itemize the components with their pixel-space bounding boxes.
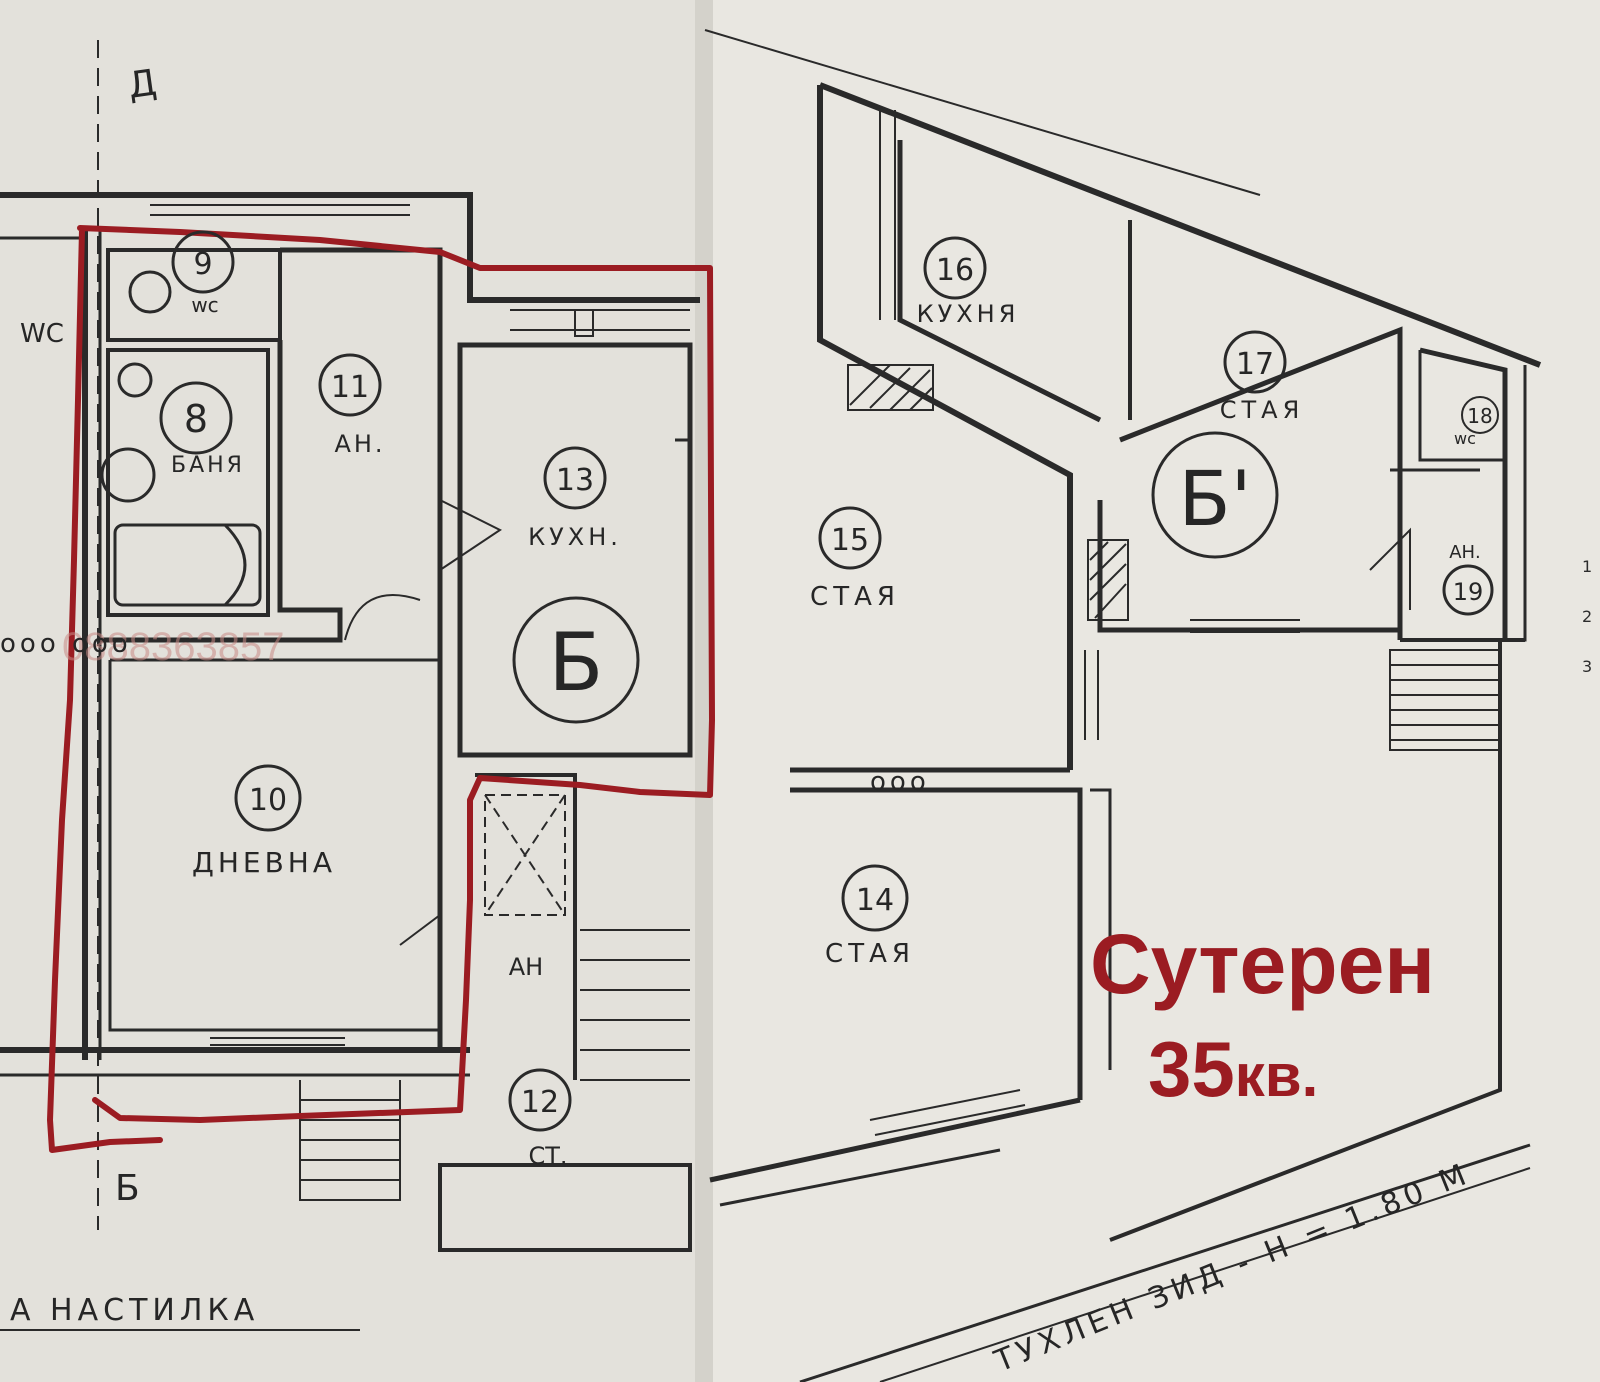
- hatched-pillars: [847, 364, 1129, 621]
- room-14-number: 14: [856, 883, 894, 918]
- room-10: 10 ДНЕВНА: [192, 764, 336, 879]
- left-north-wall: [0, 192, 700, 303]
- room-11-label: АН.: [334, 430, 385, 458]
- room-14-label: СТАЯ: [825, 939, 915, 969]
- caption-area-value: 35: [1148, 1025, 1235, 1113]
- room-14-outline: [790, 787, 1083, 1100]
- walls-layer: [0, 29, 1542, 1382]
- stair-landing-label: АН: [509, 953, 543, 981]
- room-11: 11 АН.: [318, 353, 385, 458]
- left-edge-label: WC: [20, 319, 64, 349]
- room-13-number: 13: [556, 463, 594, 498]
- room-17-number: 17: [1236, 347, 1274, 382]
- room-12: 12 СТ.: [508, 1068, 572, 1170]
- room-19-number: 19: [1453, 578, 1484, 606]
- room-14: 14 СТАЯ: [825, 864, 915, 969]
- right-north-wall: [818, 82, 1542, 368]
- room-16-number: 16: [936, 253, 974, 288]
- room-8-number: 8: [184, 397, 208, 441]
- edge-mark-1: 1: [1582, 557, 1592, 576]
- room-9: 9 wc: [171, 230, 235, 317]
- brick-wall-line: [799, 1143, 1531, 1382]
- stair-run-upper: [484, 794, 566, 916]
- room-8-label: БАНЯ: [171, 453, 245, 478]
- room-13-label: КУХН.: [528, 523, 622, 551]
- room-9-number: 9: [193, 247, 212, 282]
- bathroom-block: [106, 348, 270, 617]
- edge-mark-3: 3: [1582, 657, 1592, 676]
- stair-wall: [475, 773, 577, 1080]
- toilet: [128, 270, 172, 314]
- room-16-label: КУХНЯ: [917, 300, 1020, 328]
- window-marks-right: [869, 110, 1300, 1136]
- room-15-number: 15: [831, 523, 869, 558]
- door-swings: [344, 499, 1411, 1000]
- caption-area: 35кв.: [1148, 1030, 1318, 1108]
- apartment-b-prime-marker: Б': [1151, 431, 1279, 559]
- stair-treads: [299, 929, 690, 1201]
- window-marks-left: [150, 204, 690, 1046]
- room-12-number: 12: [521, 1085, 559, 1120]
- room-10-number: 10: [249, 783, 287, 818]
- room-10-label: ДНЕВНА: [192, 846, 336, 879]
- wc-block: [106, 248, 282, 342]
- room-15-label: СТАЯ: [810, 582, 900, 612]
- apartment-b-letter: Б: [549, 616, 604, 709]
- room-17: 17 СТАЯ: [1220, 330, 1305, 424]
- room-18: 18 wc: [1454, 396, 1499, 448]
- ring-row-center: ооо: [870, 767, 930, 797]
- caption-title: Сутерен: [1090, 917, 1436, 1011]
- highlighted-unit-outline: [47, 225, 715, 1153]
- left-paper-sheet: [0, 0, 710, 1382]
- room-19-label: АН.: [1449, 542, 1481, 563]
- room-8: 8 БАНЯ: [159, 381, 245, 478]
- entrance-block: [438, 1163, 692, 1252]
- room-12-label: СТ.: [528, 1142, 567, 1170]
- room-13: 13 КУХН.: [528, 446, 622, 551]
- room-11-number: 11: [331, 370, 369, 405]
- annotation-bottom-left: А НАСТИЛКА: [10, 1293, 259, 1328]
- room-15: 15 СТАЯ: [810, 506, 900, 612]
- washbasin: [117, 362, 153, 398]
- room-9-label: wc: [191, 293, 218, 317]
- living-north-wall: [100, 340, 343, 643]
- room-19: 19 АН.: [1442, 542, 1494, 616]
- annotation-brick-wall: ТУХЛЕН ЗИД - H = 1.80 М: [989, 1156, 1476, 1380]
- wc-18-outline: [1419, 347, 1508, 640]
- right-east-wall: [1109, 640, 1502, 1242]
- apartment-b-prime-letter: Б': [1178, 454, 1251, 543]
- bathtub: [113, 523, 262, 607]
- ring-row-left: ооо ооо: [0, 629, 132, 659]
- watermark-phone: 0888363857: [62, 625, 284, 669]
- room-18-label: wc: [1454, 429, 1476, 448]
- section-letter-top: Д: [126, 62, 160, 107]
- room-17-outline: [1119, 326, 1403, 640]
- edge-mark-2: 2: [1582, 607, 1592, 626]
- room-16: 16 КУХНЯ: [917, 236, 1020, 328]
- apartment-b-marker: Б: [512, 596, 640, 724]
- section-letter-bottom: Б: [115, 1168, 140, 1209]
- room-15-east-wall: [817, 85, 1073, 770]
- caption-area-unit: кв.: [1234, 1042, 1319, 1109]
- room-18-number: 18: [1467, 404, 1492, 428]
- living-room-outline: [108, 660, 440, 1032]
- room-17-label: СТАЯ: [1220, 396, 1305, 424]
